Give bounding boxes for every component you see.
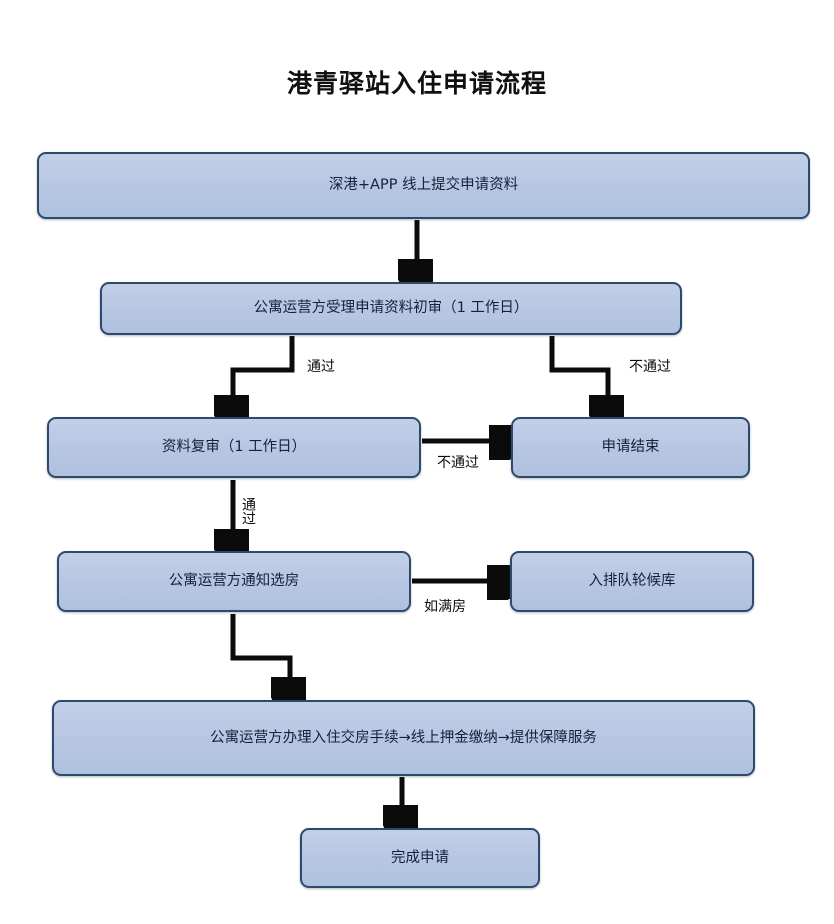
node-submit[interactable]: 深港+APP 线上提交申请资料: [37, 152, 810, 219]
node-notify-room[interactable]: 公寓运营方通知选房: [57, 551, 411, 612]
node-complete[interactable]: 完成申请: [300, 828, 540, 888]
node-first-review[interactable]: 公寓运营方受理申请资料初审（1 工作日）: [100, 282, 682, 335]
edge-notify-room-to-checkin: [230, 614, 290, 692]
node-checkin[interactable]: 公寓运营方办理入住交房手续→线上押金缴纳→提供保障服务: [52, 700, 755, 776]
node-end-reject[interactable]: 申请结束: [511, 417, 750, 478]
page-title: 港青驿站入住申请流程: [286, 69, 547, 98]
edge-label-first-review-pass: 通过: [307, 359, 335, 375]
node-waitlist[interactable]: 入排队轮候库: [510, 551, 754, 612]
edge-label-re-review-pass: 通过: [240, 497, 256, 525]
edge-label-first-review-fail: 不通过: [629, 359, 671, 375]
edge-label-full-house: 如满房: [424, 599, 466, 615]
node-re-review[interactable]: 资料复审（1 工作日）: [47, 417, 421, 478]
edge-label-re-review-fail: 不通过: [437, 455, 479, 471]
edge-first-review-pass: [233, 336, 295, 410]
edge-first-review-fail: [549, 336, 608, 410]
